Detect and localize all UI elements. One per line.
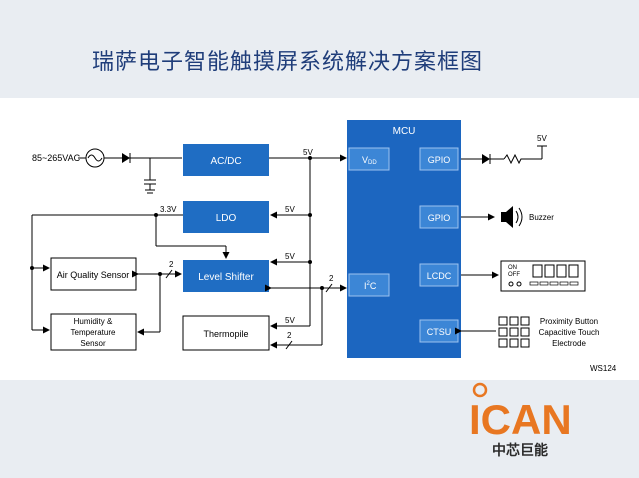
rail-5v-label: 5V xyxy=(303,148,313,157)
ldo-label: LDO xyxy=(216,213,237,224)
lcd-digit-icon xyxy=(568,264,579,278)
wire xyxy=(165,269,173,279)
gpio2-label: GPIO xyxy=(428,213,451,223)
lcd-digit-icon xyxy=(532,264,543,278)
lcdc-port xyxy=(419,263,459,287)
ac-input-label: 85~265VAC xyxy=(32,153,81,163)
ldo-block xyxy=(183,201,269,233)
lcd-dot xyxy=(516,281,522,287)
gpio1-label: GPIO xyxy=(428,155,451,165)
logo-ring-icon xyxy=(472,382,488,398)
lcdc-label: LCDC xyxy=(427,271,452,281)
level-shifter-block xyxy=(183,260,269,292)
humidity-label-3: Sensor xyxy=(80,339,106,348)
rail-33v-label: 3.3V xyxy=(160,205,177,214)
title-band xyxy=(0,0,639,98)
humidity-label-1: Humidity & xyxy=(74,317,113,326)
lcd-digit-icon xyxy=(556,264,567,278)
junction xyxy=(308,213,312,217)
block-diagram: MCU VDD GPIO GPIO I2C LCDC CTSU 85~265VA… xyxy=(30,120,617,373)
lcd-segment-bar xyxy=(559,281,569,286)
mcu-label: MCU xyxy=(393,126,416,137)
touch-label-2: Capacitive Touch xyxy=(539,328,600,337)
ls-5v-label: 5V xyxy=(285,252,295,261)
logo-wordmark: ICAN xyxy=(469,396,572,443)
vdd-port-label: VDD xyxy=(362,155,377,166)
speaker-cone xyxy=(506,206,513,228)
lcd-segment-bar xyxy=(529,281,539,286)
i2c-label: I2C xyxy=(364,281,377,291)
touch-electrode-icon xyxy=(498,316,530,348)
thermo-5v-label: 5V xyxy=(285,316,295,325)
lcd-digit-icon xyxy=(544,264,555,278)
led-5v-label: 5V xyxy=(537,134,547,143)
lcd-dot xyxy=(508,281,514,287)
thermopile-label: Thermopile xyxy=(203,329,248,339)
ldo-5v-label: 5V xyxy=(285,205,295,214)
lcd-segment-bar xyxy=(539,281,549,286)
footer-band xyxy=(0,380,639,478)
ican-logo: ICAN 中芯巨能 xyxy=(469,382,572,458)
gpio2-port xyxy=(419,205,459,229)
ref-code: WS124 xyxy=(590,364,617,373)
logo-subtitle: 中芯巨能 xyxy=(492,442,548,458)
wire xyxy=(325,283,333,293)
buzzer-label: Buzzer xyxy=(529,213,554,222)
sound-wave xyxy=(515,210,519,224)
vdd-port xyxy=(348,147,390,171)
diagram-panel: MCU VDD GPIO GPIO I2C LCDC CTSU 85~265VA… xyxy=(0,98,639,380)
touch-label-1: Proximity Button xyxy=(540,317,598,326)
sound-wave xyxy=(518,207,523,227)
acdc-label: AC/DC xyxy=(210,156,241,167)
lcd-segment-bar xyxy=(549,281,559,286)
junction xyxy=(308,260,312,264)
diode-icon xyxy=(122,153,130,163)
thermopile-block xyxy=(182,315,270,351)
i2c-bus-label: 2 xyxy=(329,274,334,283)
wire xyxy=(285,340,293,350)
junction xyxy=(320,286,324,290)
level-shifter-label: Level Shifter xyxy=(198,272,254,283)
humidity-label-2: Temperature xyxy=(71,328,116,337)
air-quality-label: Air Quality Sensor xyxy=(57,270,130,280)
resistor-icon xyxy=(503,153,542,165)
touch-label-3: Electrode xyxy=(552,339,586,348)
gpio1-port xyxy=(419,147,459,171)
lcd-display-icon xyxy=(500,260,586,292)
junction xyxy=(308,156,312,160)
slide-title: 瑞萨电子智能触摸屏系统解决方案框图 xyxy=(92,50,484,75)
ac-sine-icon xyxy=(87,154,103,162)
humidity-block xyxy=(50,313,137,351)
lcd-segment-bar xyxy=(569,281,579,286)
led-icon xyxy=(482,154,490,164)
speaker-icon xyxy=(501,212,506,222)
aq-bus-label: 2 xyxy=(169,260,174,269)
ctsu-label: CTSU xyxy=(427,327,452,337)
lcd-off-label: OFF xyxy=(508,272,520,278)
air-quality-block xyxy=(50,257,137,291)
i2c-port xyxy=(348,273,390,297)
lcd-on-label: ON xyxy=(508,265,517,271)
thermo-bus-label: 2 xyxy=(287,331,292,340)
acdc-block xyxy=(183,144,269,176)
